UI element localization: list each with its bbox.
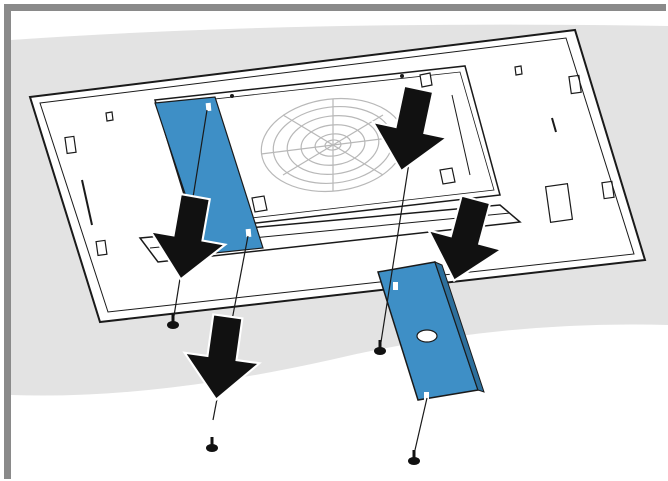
mounting-screw bbox=[408, 450, 420, 465]
right-blue-bracket bbox=[377, 261, 485, 401]
mounting-screw bbox=[167, 314, 179, 329]
mounting-screws bbox=[167, 314, 420, 465]
mounting-screw bbox=[206, 437, 218, 452]
mounting-screw bbox=[374, 340, 386, 355]
